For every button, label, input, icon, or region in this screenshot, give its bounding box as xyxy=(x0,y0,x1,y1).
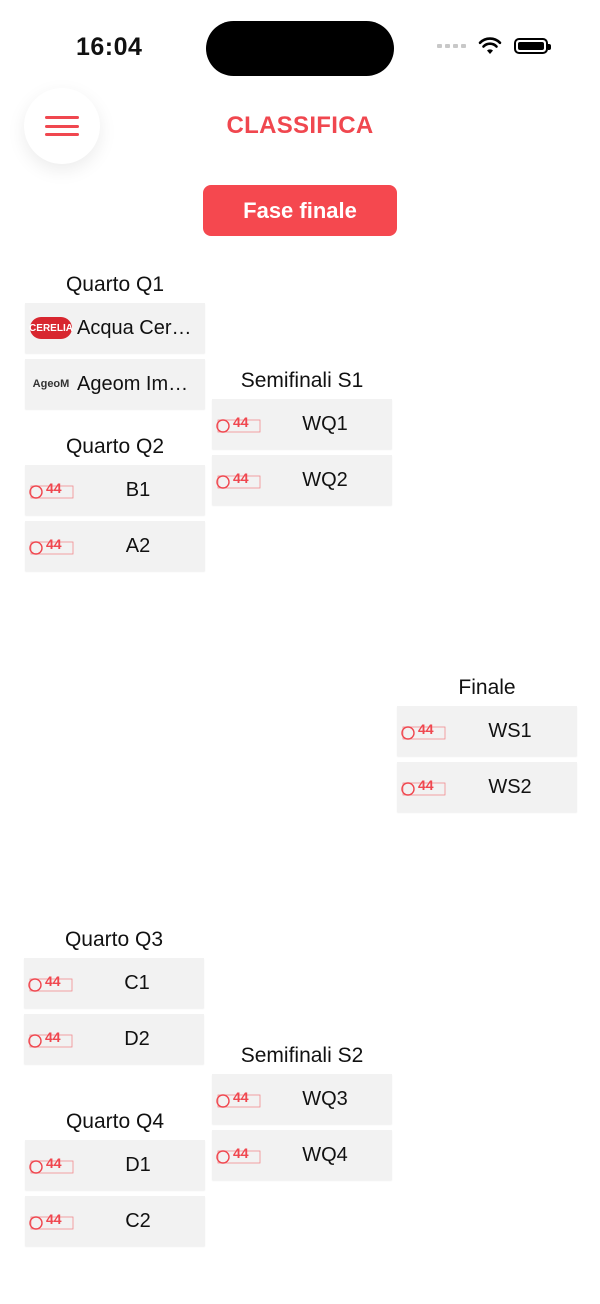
team-row[interactable]: 44 C2 xyxy=(25,1196,205,1246)
match-quarto-q3: Quarto Q3 44 C1 44 D2 xyxy=(24,927,204,1070)
team-row[interactable]: 44 C1 xyxy=(24,958,204,1008)
svg-text:44: 44 xyxy=(233,414,249,430)
team-name: C2 xyxy=(125,1209,151,1232)
match-title: Quarto Q1 xyxy=(65,273,165,296)
team-row[interactable]: 44 WQ3 xyxy=(212,1074,392,1124)
team-placeholder-logo-icon: 44 xyxy=(212,406,264,442)
status-bar: 16:04 xyxy=(0,0,600,96)
team-name: WS2 xyxy=(488,775,532,798)
fase-finale-button[interactable]: Fase finale xyxy=(203,185,397,236)
match-semifinali-s2: Semifinali S2 44 WQ3 44 WQ4 xyxy=(212,1043,392,1186)
team-name: A2 xyxy=(125,534,151,557)
team-row[interactable]: 44 WS1 xyxy=(397,706,577,756)
team-placeholder-logo-icon: 44 xyxy=(397,713,449,749)
svg-text:44: 44 xyxy=(46,1211,62,1227)
match-title: Semifinali S2 xyxy=(240,1044,364,1067)
cellular-signal-icon xyxy=(437,44,466,48)
team-name: B1 xyxy=(125,478,151,501)
svg-text:44: 44 xyxy=(45,1029,61,1045)
svg-text:44: 44 xyxy=(233,1089,249,1105)
match-title: Quarto Q3 xyxy=(64,928,164,951)
team-placeholder-logo-icon: 44 xyxy=(212,1137,264,1173)
team-name: D1 xyxy=(125,1153,151,1176)
match-quarto-q2: Quarto Q2 44 B1 44 A2 xyxy=(25,434,205,577)
svg-text:44: 44 xyxy=(233,470,249,486)
team-placeholder-logo-icon: 44 xyxy=(24,965,76,1001)
match-finale: Finale 44 WS1 44 WS2 xyxy=(397,675,577,818)
svg-text:44: 44 xyxy=(233,1145,249,1161)
team-name: WQ3 xyxy=(302,1087,348,1110)
team-placeholder-logo-icon: 44 xyxy=(25,1147,77,1183)
svg-text:44: 44 xyxy=(418,721,434,737)
match-title: Semifinali S1 xyxy=(240,369,364,392)
page-title: CLASSIFICA xyxy=(226,112,374,139)
svg-text:44: 44 xyxy=(46,1155,62,1171)
team-row[interactable]: 44 WS2 xyxy=(397,762,577,812)
svg-text:44: 44 xyxy=(46,480,62,496)
team-name: WS1 xyxy=(488,719,532,742)
team-name: WQ4 xyxy=(302,1143,348,1166)
match-title: Quarto Q4 xyxy=(65,1110,165,1133)
team-row[interactable]: CERELIA Acqua Cerelia xyxy=(25,303,205,353)
team-name: WQ2 xyxy=(302,468,348,491)
team-row[interactable]: 44 D1 xyxy=(25,1140,205,1190)
team-row[interactable]: 44 B1 xyxy=(25,465,205,515)
team-placeholder-logo-icon: 44 xyxy=(212,1081,264,1117)
team-placeholder-logo-icon: 44 xyxy=(25,1203,77,1239)
match-title: Finale xyxy=(458,676,516,699)
match-title: Quarto Q2 xyxy=(65,435,165,458)
match-semifinali-s1: Semifinali S1 44 WQ1 44 WQ2 xyxy=(212,368,392,511)
team-name: Ageom Impianti xyxy=(77,372,205,395)
svg-text:44: 44 xyxy=(45,973,61,989)
svg-text:44: 44 xyxy=(46,536,62,552)
team-row[interactable]: 44 D2 xyxy=(24,1014,204,1064)
team-row[interactable]: 44 A2 xyxy=(25,521,205,571)
cerelia-logo-icon: CERELIA xyxy=(25,310,77,346)
team-row[interactable]: 44 WQ2 xyxy=(212,455,392,505)
team-name: Acqua Cerelia xyxy=(77,316,203,339)
dynamic-island xyxy=(206,21,394,76)
team-placeholder-logo-icon: 44 xyxy=(25,472,77,508)
battery-icon xyxy=(514,38,551,54)
wifi-icon xyxy=(478,37,502,54)
team-placeholder-logo-icon: 44 xyxy=(212,462,264,498)
team-row[interactable]: AgeoM Ageom Impianti xyxy=(25,359,205,409)
match-quarto-q1: Quarto Q1 CERELIA Acqua Cerelia AgeoM Ag… xyxy=(25,272,205,415)
svg-text:44: 44 xyxy=(418,777,434,793)
team-name: C1 xyxy=(124,971,150,994)
hamburger-menu-icon xyxy=(45,116,79,136)
team-placeholder-logo-icon: 44 xyxy=(25,528,77,564)
menu-button[interactable] xyxy=(24,88,100,164)
team-row[interactable]: 44 WQ4 xyxy=(212,1130,392,1180)
status-time: 16:04 xyxy=(76,33,143,61)
match-quarto-q4: Quarto Q4 44 D1 44 C2 xyxy=(25,1109,205,1252)
team-name: WQ1 xyxy=(302,412,348,435)
team-placeholder-logo-icon: 44 xyxy=(24,1021,76,1057)
status-icons xyxy=(437,37,551,55)
team-row[interactable]: 44 WQ1 xyxy=(212,399,392,449)
team-name: D2 xyxy=(124,1027,150,1050)
team-placeholder-logo-icon: 44 xyxy=(397,769,449,805)
ageom-logo-icon: AgeoM xyxy=(32,378,70,390)
